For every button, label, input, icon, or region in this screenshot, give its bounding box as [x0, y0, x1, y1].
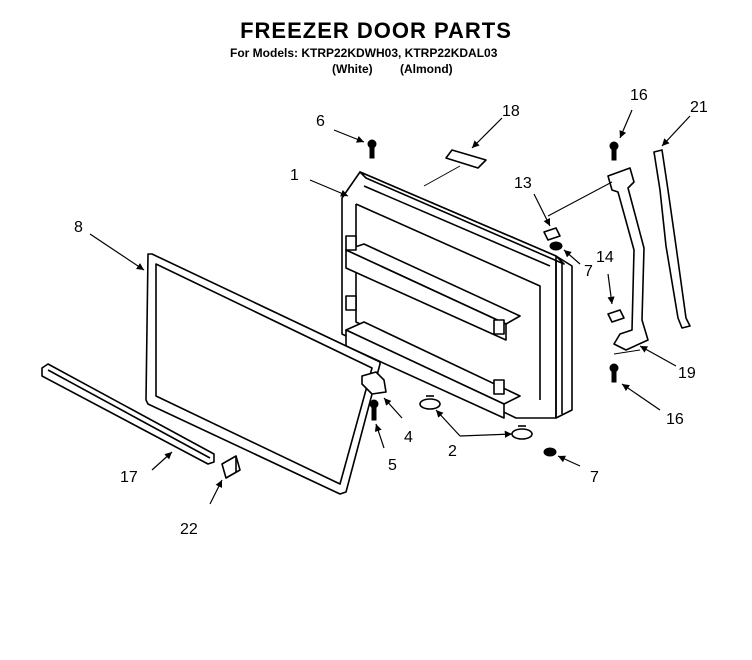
screw-part-5: [369, 399, 379, 421]
door-gasket-part-8: [145, 253, 381, 495]
leader-8: [89, 233, 145, 271]
handle-strip-part-17: [41, 363, 215, 465]
leader-6: [333, 129, 365, 143]
callout-19: 19: [678, 365, 696, 382]
callout-4: 4: [404, 429, 413, 446]
callout-14: 14: [596, 249, 614, 266]
door-stop-part-4: [361, 371, 387, 395]
leader-14: [607, 273, 615, 305]
bushing-part-7-top: [549, 241, 563, 251]
leader-22: [209, 479, 223, 505]
leader-17: [151, 451, 173, 471]
callout-17: 17: [120, 469, 138, 486]
callout-22: 22: [180, 521, 198, 538]
door-liner-part-1: [341, 171, 573, 419]
leader-5: [374, 423, 385, 449]
callout-18: 18: [502, 103, 520, 120]
leader-18: [471, 117, 503, 149]
color-almond-label: (Almond): [400, 62, 453, 76]
leader-2b: [459, 430, 513, 438]
door-stop-part-2a: [419, 395, 441, 410]
leader-13: [533, 193, 551, 227]
callout-7-top: 7: [584, 263, 593, 280]
diagram-title: FREEZER DOOR PARTS: [240, 18, 512, 43]
trim-strip-part-21: [653, 149, 691, 329]
leader-4: [383, 397, 403, 419]
screw-part-16-top: [609, 141, 619, 161]
hinge-bracket-part-19: [607, 167, 649, 351]
leader-2a: [435, 409, 461, 437]
callout-13: 13: [514, 175, 532, 192]
screw-part-6: [367, 139, 377, 159]
hinge-pin-part-14: [607, 309, 625, 323]
end-cap-part-22: [221, 455, 241, 479]
leader-19: [639, 345, 677, 367]
callout-6: 6: [316, 113, 325, 130]
callout-2: 2: [448, 443, 457, 460]
callout-21: 21: [690, 99, 708, 116]
leader-7a: [563, 249, 581, 265]
callout-16-top: 16: [630, 87, 648, 104]
leader-16b: [621, 383, 661, 411]
screw-part-16-bottom: [609, 363, 619, 383]
door-stop-part-2b: [511, 425, 533, 440]
callout-1: 1: [290, 167, 299, 184]
callout-16-bottom: 16: [666, 411, 684, 428]
leader-21: [661, 115, 691, 147]
label-part-18: [445, 149, 487, 169]
callout-8: 8: [74, 219, 83, 236]
leader-1: [309, 179, 349, 197]
callout-7-bottom: 7: [590, 469, 599, 486]
bushing-part-7-bottom: [543, 447, 557, 457]
color-white-label: (White): [332, 62, 373, 76]
leader-16a: [619, 109, 633, 139]
hinge-pin-part-13: [543, 227, 561, 241]
leader-7b: [557, 455, 581, 467]
model-numbers: For Models: KTRP22KDWH03, KTRP22KDAL03: [230, 46, 498, 60]
callout-5: 5: [388, 457, 397, 474]
